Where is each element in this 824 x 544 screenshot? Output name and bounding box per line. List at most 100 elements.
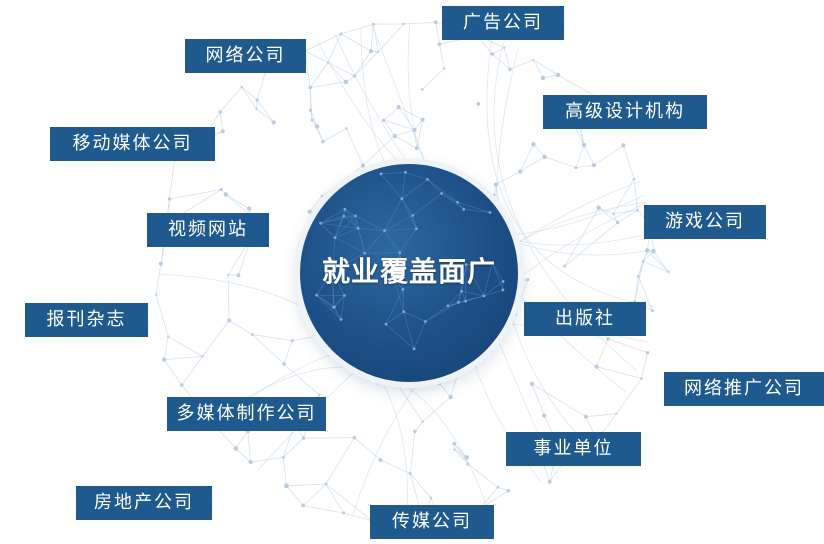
- network-node: [443, 67, 446, 70]
- network-line: [598, 207, 614, 215]
- network-line: [286, 483, 327, 487]
- network-line: [303, 505, 344, 514]
- network-line: [163, 336, 169, 360]
- network-node: [324, 482, 328, 486]
- network-line: [327, 62, 355, 77]
- network-node: [636, 208, 639, 212]
- network-node: [596, 205, 601, 210]
- network-line: [283, 437, 304, 458]
- network-line: [617, 209, 638, 223]
- network-node: [377, 50, 380, 53]
- network-line: [637, 276, 653, 311]
- network-line: [252, 334, 285, 365]
- network-line: [497, 486, 509, 492]
- network-node: [167, 335, 170, 338]
- network-node: [233, 446, 239, 451]
- network-line: [227, 274, 230, 321]
- network-node: [503, 46, 506, 49]
- network-line: [450, 368, 460, 398]
- network-line: [163, 359, 183, 386]
- network-line: [354, 51, 379, 77]
- network-line: [383, 106, 399, 121]
- network-node: [632, 177, 636, 181]
- network-line: [370, 24, 374, 52]
- network-node: [453, 448, 456, 451]
- network-line: [583, 144, 595, 166]
- network-node: [490, 52, 495, 56]
- network-line: [439, 44, 445, 69]
- network-node: [310, 118, 314, 122]
- network-node: [180, 383, 184, 387]
- network-node: [452, 441, 457, 446]
- network-line: [311, 119, 324, 142]
- network-line: [241, 86, 257, 110]
- network-node: [506, 489, 510, 493]
- network-line: [228, 320, 253, 335]
- network-line: [414, 119, 423, 131]
- network-node: [251, 333, 254, 336]
- network-line: [414, 421, 424, 432]
- network-line: [403, 21, 436, 25]
- network-node: [376, 381, 380, 385]
- network-node: [615, 412, 618, 415]
- network-node: [223, 192, 228, 197]
- network-line: [422, 396, 451, 422]
- network-node: [246, 206, 252, 211]
- network-line: [256, 108, 274, 123]
- network-line: [623, 145, 635, 180]
- network-node: [574, 166, 578, 170]
- network-line: [155, 263, 162, 295]
- network-node: [641, 260, 645, 263]
- network-node: [396, 104, 401, 110]
- network-line: [533, 144, 545, 158]
- network-node: [394, 380, 399, 386]
- network-node: [437, 381, 442, 385]
- network-node: [420, 88, 424, 91]
- network-line: [247, 430, 251, 463]
- network-line: [302, 483, 327, 506]
- network-node: [594, 364, 599, 369]
- network-node: [352, 74, 357, 78]
- network-node: [368, 49, 373, 54]
- tag-video-site: 视频网站: [147, 213, 269, 247]
- network-line: [596, 366, 642, 379]
- network-line: [327, 33, 342, 63]
- network-node: [414, 146, 419, 151]
- network-node: [508, 67, 512, 72]
- network-line: [531, 383, 587, 418]
- network-line: [454, 449, 469, 465]
- network-node: [555, 72, 561, 78]
- network-line: [564, 207, 600, 267]
- network-line: [398, 106, 423, 121]
- network-node: [547, 479, 552, 484]
- network-line: [169, 157, 176, 200]
- network-line: [467, 463, 499, 488]
- network-node: [219, 187, 223, 192]
- network-line: [346, 128, 364, 166]
- network-line: [283, 363, 320, 396]
- network-line: [235, 448, 251, 463]
- network-line: [325, 483, 372, 521]
- network-node: [581, 142, 587, 148]
- network-line: [520, 156, 545, 172]
- network-line: [615, 378, 642, 414]
- network-node: [645, 351, 650, 355]
- network-node: [518, 169, 523, 174]
- network-node: [318, 393, 321, 397]
- network-line: [164, 356, 203, 360]
- network-node: [314, 124, 320, 129]
- network-node: [301, 503, 306, 508]
- network-line: [394, 135, 417, 149]
- network-node: [227, 273, 230, 276]
- network-node: [621, 143, 626, 148]
- network-line: [607, 338, 648, 354]
- network-line: [557, 74, 598, 98]
- network-node: [591, 163, 597, 168]
- tag-ad-company: 广告公司: [442, 6, 564, 40]
- network-line: [322, 128, 347, 142]
- network-node: [352, 435, 357, 440]
- network-line: [421, 68, 445, 90]
- network-line: [564, 222, 618, 267]
- network-line: [396, 382, 424, 422]
- network-line: [642, 251, 654, 262]
